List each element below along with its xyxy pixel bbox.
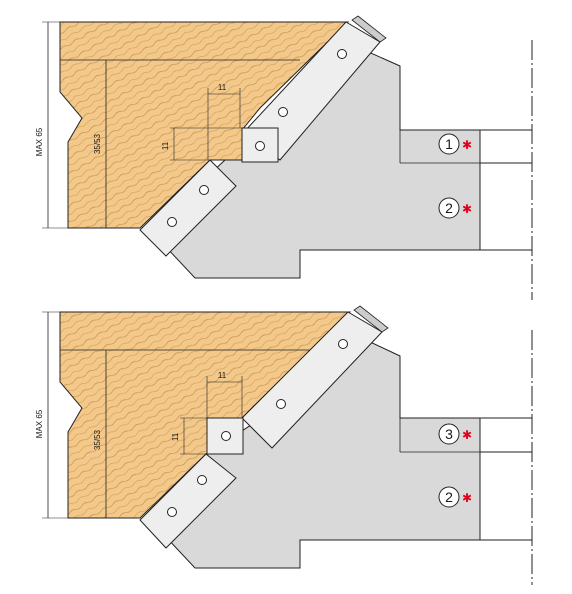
marker-circle-1-top	[438, 133, 460, 155]
red-asterisk-icon: ✱	[462, 138, 472, 152]
workpiece-1	[59, 21, 350, 229]
marker-1-top: 1	[445, 136, 453, 152]
upper-knife-2-tip	[353, 305, 389, 333]
diagram-2: MAX 65 35/53 11 11 3 ✱ 2 ✱	[35, 305, 533, 585]
marker-2-bottom: 2	[445, 489, 453, 505]
screw-hole-icon	[276, 399, 286, 409]
marker-2-top: 3	[445, 426, 453, 442]
cutter-body-1	[149, 49, 481, 279]
marker-circle-1-bottom	[438, 197, 460, 219]
dim-horizontal-1: 11	[218, 83, 227, 92]
max-label-1: MAX 65	[35, 127, 44, 156]
screw-hole-icon	[337, 49, 347, 59]
red-asterisk-icon: ✱	[462, 491, 472, 505]
screw-hole-icon	[338, 339, 348, 349]
marker-circle-2-top	[438, 423, 460, 445]
screw-hole-icon	[197, 475, 207, 485]
screw-hole-icon	[278, 107, 288, 117]
dim-vertical-1: 11	[161, 141, 170, 150]
red-asterisk-icon: ✱	[462, 428, 472, 442]
screw-hole-icon	[221, 431, 231, 441]
dim-vertical-2: 11	[171, 432, 180, 441]
lower-knife-1	[139, 159, 237, 257]
screw-hole-icon	[255, 141, 265, 151]
lower-knife-2	[139, 453, 237, 549]
marker-circle-2-bottom	[438, 486, 460, 508]
screw-hole-icon	[167, 217, 177, 227]
range-label-1: 35/53	[93, 133, 102, 154]
red-asterisk-icon: ✱	[462, 202, 472, 216]
screw-hole-icon	[167, 507, 177, 517]
dim-horizontal-2: 11	[218, 371, 227, 380]
range-label-2: 35/53	[93, 429, 102, 450]
max-label-2: MAX 65	[35, 409, 44, 438]
upper-knife-1-tip	[351, 15, 387, 43]
marker-1-bottom: 2	[445, 200, 453, 216]
diagram-1: MAX 65 35/53 11 11 1 ✱ 2 ✱	[35, 15, 533, 300]
screw-hole-icon	[199, 185, 209, 195]
